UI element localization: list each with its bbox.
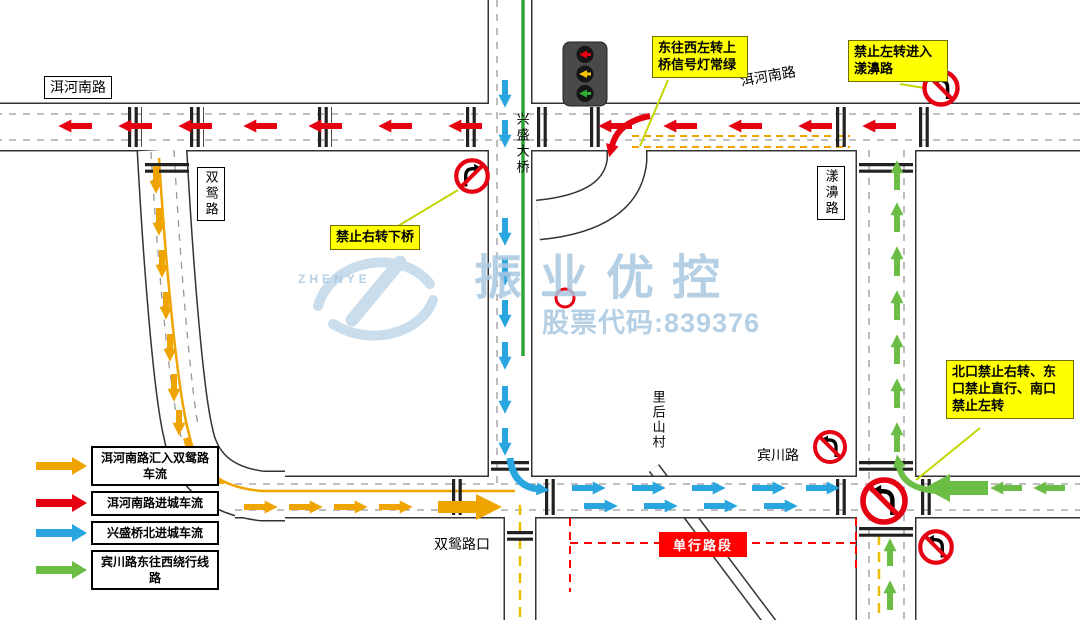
incity-flow-arrows: [58, 113, 896, 158]
legend-item: 兴盛桥北进城车流: [36, 520, 219, 545]
yellow-center-lines: [518, 505, 881, 620]
legend-label: 洱河南路汇入双鸳路车流: [91, 446, 219, 487]
legend-arrow-icon: [36, 560, 87, 579]
callout-no-left-yangbi: 禁止左转进入漾濞路: [848, 40, 948, 82]
merge-route-line: [157, 157, 515, 493]
legend-arrow-icon: [36, 457, 87, 476]
legend-item: 洱河南路进城车流: [36, 491, 219, 516]
road-label-erhe-south-left: 洱河南路: [44, 76, 112, 99]
watermark-logo-icon: [313, 255, 438, 341]
no-left-turn-sign: [863, 480, 905, 522]
callout-signal-green: 东往西左转上桥信号灯常绿: [652, 36, 748, 78]
one-way-label: 单行路段: [659, 532, 748, 557]
legend-item: 洱河南路汇入双鸳路车流: [36, 446, 219, 487]
no-right-turn-sign: [456, 160, 488, 192]
road-label-yangbi: 漾濞路: [817, 166, 845, 220]
traffic-light-icon: [562, 41, 608, 107]
legend-label: 兴盛桥北进城车流: [91, 520, 219, 545]
callout-no-right-bridge: 禁止右转下桥: [330, 225, 421, 250]
legend-arrow-icon: [36, 523, 87, 542]
callout-multi-ban: 北口禁止右转、东口禁止直行、南口禁止左转: [946, 360, 1074, 419]
callout-pointers: [397, 79, 981, 481]
signal-location-marker: [554, 287, 576, 309]
watermark-stock-code: 股票代码:839376: [542, 308, 761, 338]
bridge-flow-arrows: [498, 80, 840, 513]
legend-item: 宾川路东往西绕行线路: [36, 549, 219, 591]
road-label-binchuan: 宾川路: [757, 447, 799, 463]
detour-flow-arrows: [883, 160, 1065, 610]
road-label-shuangyuan: 双鸳路: [197, 167, 225, 221]
no-left-turn-sign: [920, 531, 952, 563]
legend-arrow-icon: [36, 494, 87, 513]
road-label-lihoushan: 里后山村: [650, 390, 666, 450]
watermark-subtitle: ZHENYE: [298, 272, 371, 286]
waiting-area-dashes: [632, 135, 850, 148]
road-label-xingsheng-bridge: 兴盛大桥: [514, 112, 530, 176]
no-left-turn-sign: [813, 430, 847, 464]
road-label-shuangyuan-junction: 双鸳路口: [434, 536, 490, 552]
legend-label: 洱河南路进城车流: [91, 491, 219, 516]
legend: 洱河南路汇入双鸳路车流洱河南路进城车流兴盛桥北进城车流宾川路东往西绕行线路: [36, 446, 219, 591]
legend-label: 宾川路东往西绕行线路: [91, 549, 219, 591]
watermark-brand: 振业优控: [474, 252, 739, 305]
